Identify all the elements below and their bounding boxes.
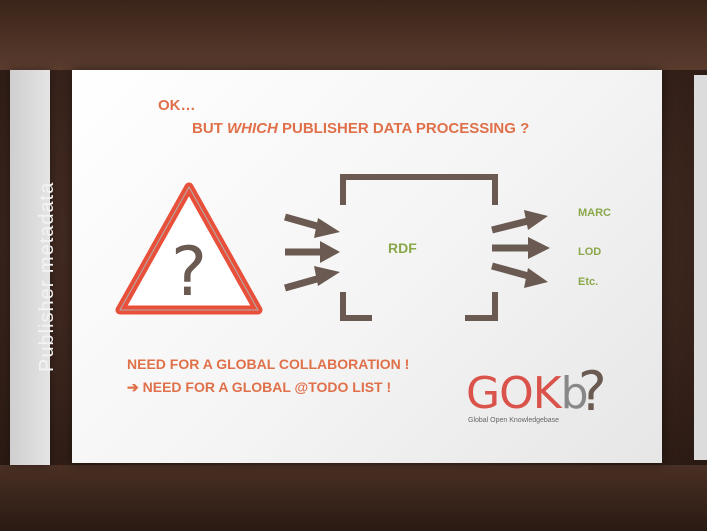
question-emphasis: WHICH <box>227 120 278 137</box>
gokb-tagline: Global Open Knowledgebase <box>468 417 560 424</box>
output-lod: LOD <box>578 246 602 258</box>
adjacent-slide-right <box>694 75 707 460</box>
need-line-2: ➔ NEED FOR A GLOBAL @TODO LIST ! <box>127 379 392 395</box>
rdf-label: RDF <box>388 240 417 256</box>
slide-graphics: ? <box>115 174 550 321</box>
gokb-logo: GOKb <box>466 368 589 419</box>
side-title: Publisher metadata <box>36 181 58 372</box>
slide-ok-text: OK… <box>158 97 196 114</box>
output-etc: Etc. <box>578 276 599 288</box>
need-line-1: NEED FOR A GLOBAL COLLABORATION ! <box>127 356 410 372</box>
wall-top <box>0 0 707 70</box>
question-suffix: PUBLISHER DATA PROCESSING ? <box>277 120 530 137</box>
warning-triangle-icon: ? <box>115 182 263 315</box>
projected-slide: ? <box>72 70 662 463</box>
gokb-logo-main: GOK <box>466 368 562 419</box>
question-prefix: BUT <box>192 120 227 137</box>
warning-question-glyph: ? <box>171 233 207 312</box>
output-arrows <box>491 210 550 288</box>
output-marc: MARC <box>578 207 611 219</box>
wall-bottom <box>0 465 707 531</box>
gokb-logo-b: b <box>560 368 589 419</box>
gokb-question-mark: ? <box>578 360 607 423</box>
adjacent-slide-left <box>10 70 50 465</box>
processing-bracket <box>340 174 498 321</box>
input-arrows <box>284 213 340 292</box>
slide-question: BUT WHICH PUBLISHER DATA PROCESSING ? <box>192 120 529 137</box>
